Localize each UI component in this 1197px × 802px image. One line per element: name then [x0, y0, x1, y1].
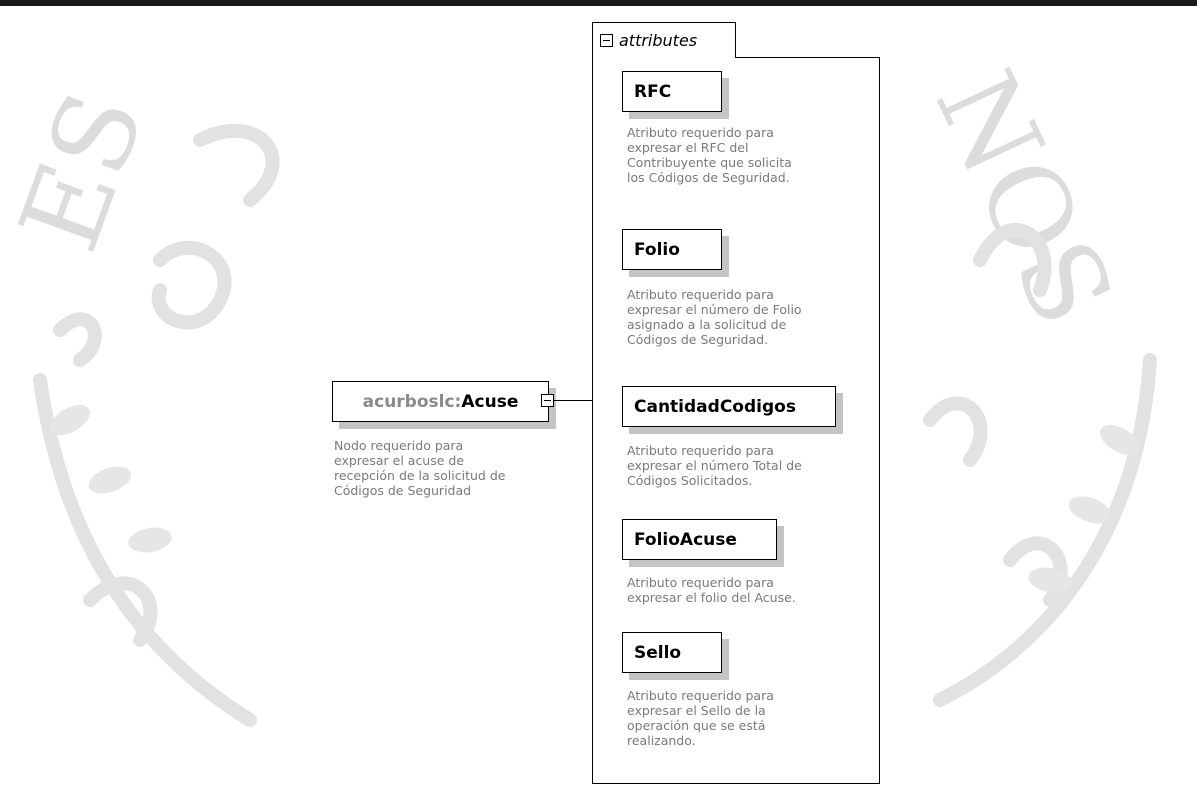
- attribute-name: FolioAcuse: [634, 529, 737, 550]
- attributes-panel-border: [735, 57, 880, 58]
- attribute-description-sello: Atributo requerido para expresar el Sell…: [627, 688, 774, 748]
- attribute-description-folioacuse: Atributo requerido para expresar el foli…: [627, 575, 796, 605]
- attribute-name: RFC: [634, 81, 672, 102]
- root-element-description: Nodo requerido para expresar el acuse de…: [334, 438, 506, 498]
- attribute-box-sello[interactable]: Sello: [622, 632, 722, 673]
- root-element-box[interactable]: acurboslc:Acuse: [332, 381, 549, 422]
- top-rule: [0, 0, 1197, 6]
- attribute-box-folio[interactable]: Folio: [622, 229, 722, 270]
- root-element-name: Acuse: [461, 391, 519, 412]
- connector-line: [554, 400, 592, 401]
- attribute-box-rfc[interactable]: RFC: [622, 71, 722, 112]
- watermark-letters-right: NOS: [911, 53, 1138, 344]
- attribute-description-rfc: Atributo requerido para expresar el RFC …: [627, 125, 792, 185]
- collapse-icon[interactable]: [541, 394, 554, 407]
- attributes-tab[interactable]: attributes: [592, 22, 736, 58]
- attributes-label: attributes: [619, 31, 698, 50]
- attributes-panel: [592, 57, 880, 784]
- attribute-description-folio: Atributo requerido para expresar el núme…: [627, 287, 802, 347]
- attribute-box-folioacuse[interactable]: FolioAcuse: [622, 519, 777, 560]
- attribute-name: CantidadCodigos: [634, 396, 796, 417]
- attribute-name: Sello: [634, 642, 682, 663]
- attribute-box-cantidadcodigos[interactable]: CantidadCodigos: [622, 386, 836, 427]
- attribute-description-cantidadcodigos: Atributo requerido para expresar el núme…: [627, 443, 802, 488]
- root-element-prefix: acurboslc:: [362, 391, 462, 412]
- attribute-name: Folio: [634, 239, 680, 260]
- collapse-icon[interactable]: [600, 34, 613, 47]
- watermark-letters-left: ES: [0, 76, 169, 266]
